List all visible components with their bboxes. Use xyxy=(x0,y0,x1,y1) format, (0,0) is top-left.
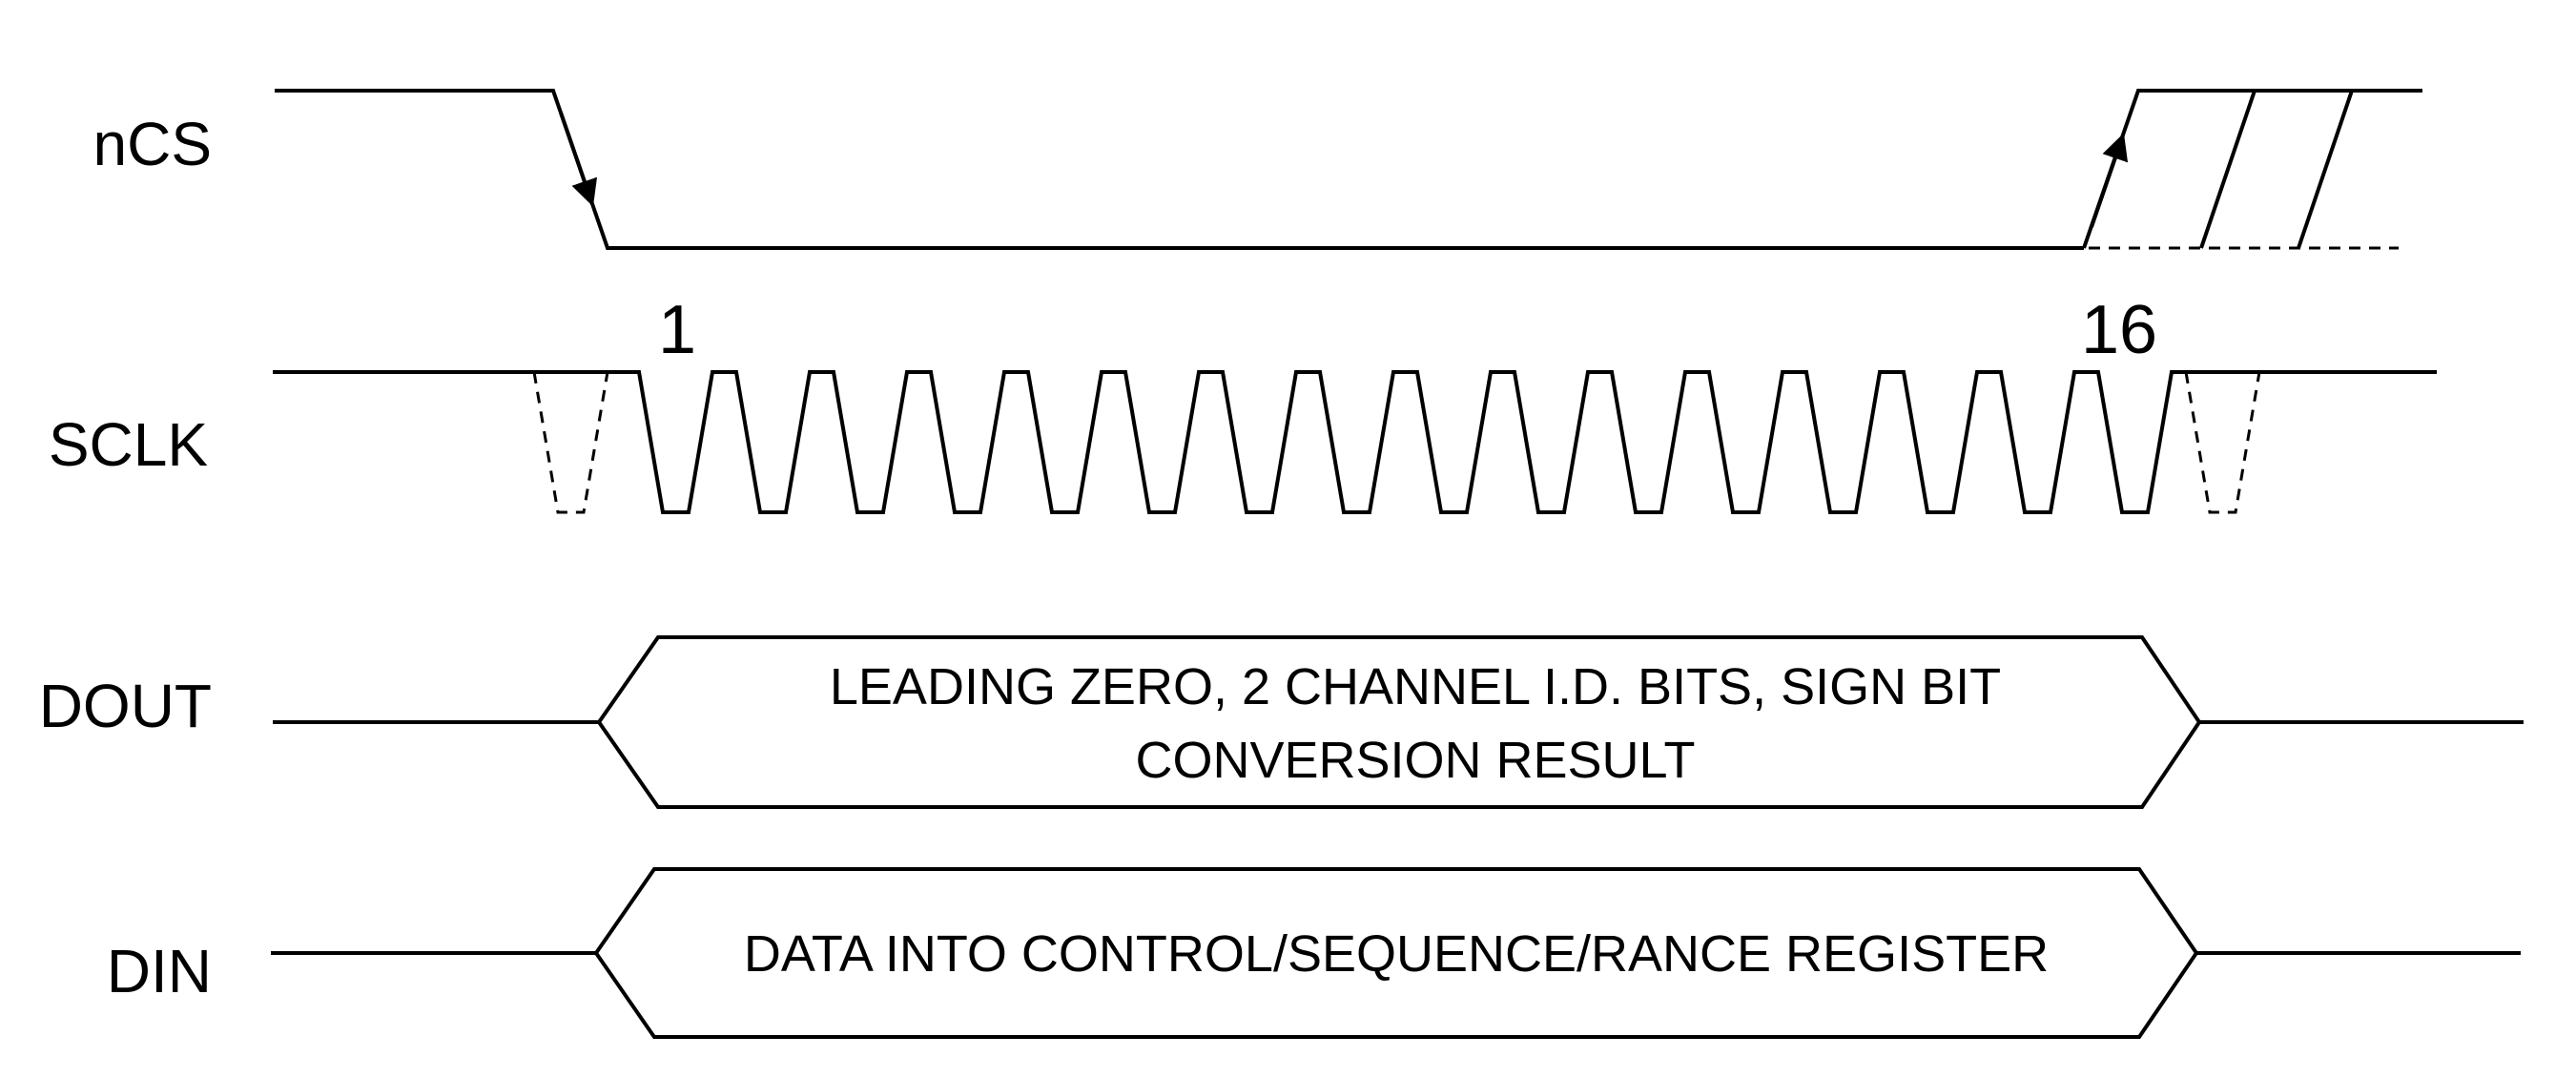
ncs-hatch-line-1 xyxy=(2199,90,2257,249)
din-bus-text: DATA INTO CONTROL/SEQUENCE/RANCE REGISTE… xyxy=(744,925,2049,983)
ncs-rising-edge-arrow xyxy=(2090,133,2129,228)
sclk-dashed-pulse-after xyxy=(2184,371,2261,514)
sclk-first-edge-label: 1 xyxy=(658,292,696,368)
sclk-dashed-pulse-before xyxy=(532,371,609,514)
sclk-last-edge-label: 16 xyxy=(2081,292,2157,368)
ncs-falling-edge xyxy=(275,89,2084,250)
dout-bus-text-line2: CONVERSION RESULT xyxy=(1135,732,1695,789)
ncs-label: nCS xyxy=(93,110,213,178)
din-waveform xyxy=(271,867,2521,1039)
ncs-falling-edge-arrow xyxy=(559,112,598,207)
ncs-waveform xyxy=(275,89,2422,250)
ncs-hatch-line-2 xyxy=(2297,90,2354,249)
sclk-clock-train xyxy=(273,370,2437,514)
dout-bus-text-line1: LEADING ZERO, 2 CHANNEL I.D. BITS, SIGN … xyxy=(830,658,2001,715)
sclk-waveform xyxy=(273,370,2437,514)
ncs-rising-edge xyxy=(2082,89,2422,249)
sclk-label: SCLK xyxy=(49,410,208,479)
din-label: DIN xyxy=(107,937,212,1005)
dout-waveform xyxy=(273,635,2524,809)
dout-label: DOUT xyxy=(39,672,212,740)
